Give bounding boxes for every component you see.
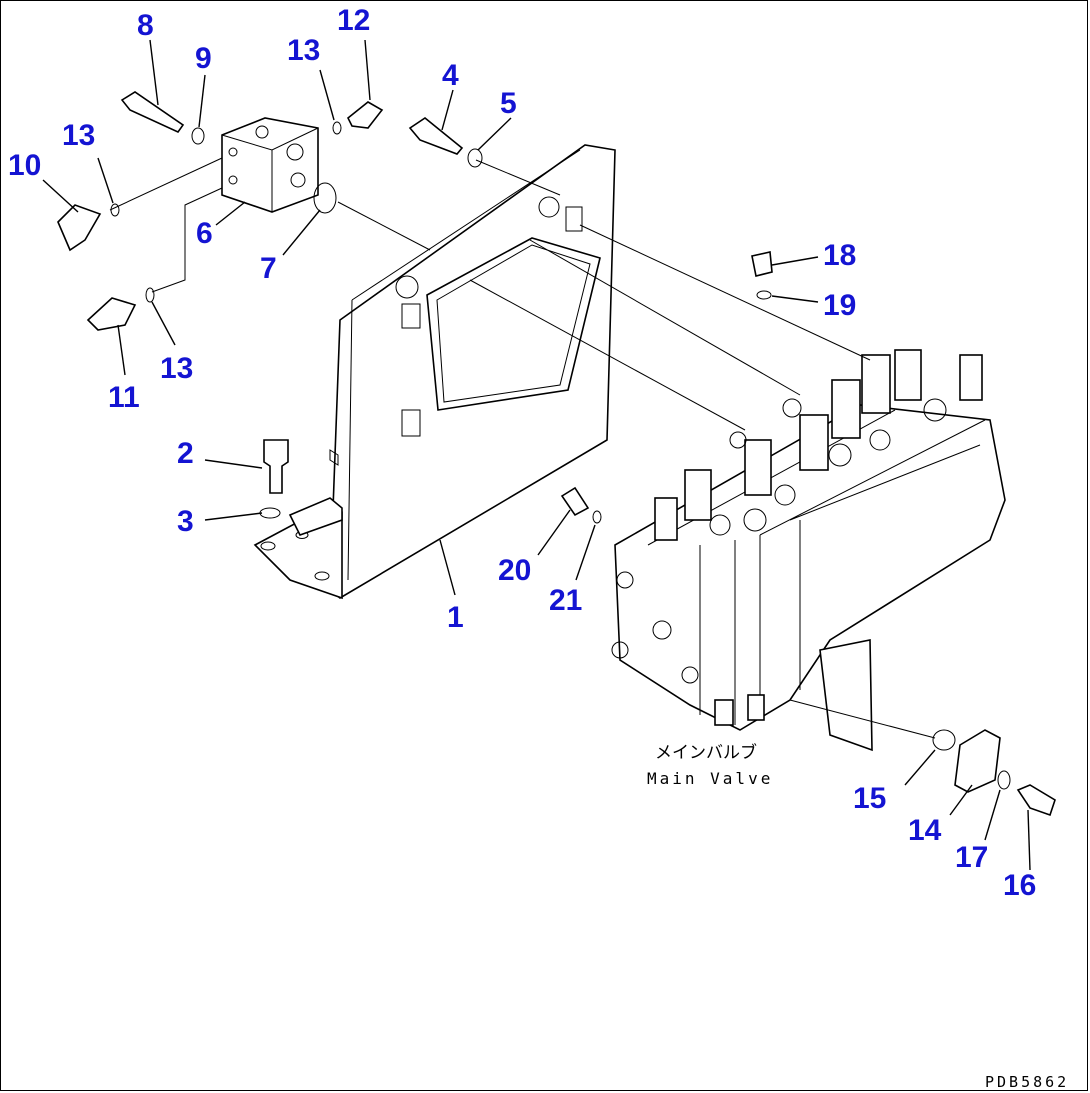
callout-6: 6 [196, 217, 213, 250]
main-valve-label-jp: メインバルブ [655, 742, 757, 763]
callout-13-top: 13 [287, 34, 320, 67]
callout-3: 3 [177, 505, 194, 538]
callout-13-lower: 13 [160, 352, 193, 385]
callout-8: 8 [137, 9, 154, 42]
leader-lines [42, 39, 1031, 871]
callout-11: 11 [108, 381, 140, 414]
callout-15: 15 [853, 782, 886, 815]
valve-block [221, 117, 319, 213]
callout-4: 4 [442, 59, 459, 92]
callout-12: 12 [337, 4, 370, 37]
callout-10: 10 [8, 149, 41, 182]
callout-5: 5 [500, 87, 517, 120]
callout-14: 14 [908, 814, 942, 847]
small-parts [57, 91, 1056, 817]
callout-21: 21 [549, 584, 582, 617]
callout-9: 9 [195, 42, 212, 75]
callout-18: 18 [823, 239, 856, 272]
callout-2: 2 [177, 437, 194, 470]
bracket-plate [253, 144, 616, 600]
callout-17: 17 [955, 841, 988, 874]
callout-16: 16 [1003, 869, 1036, 902]
callout-20: 20 [498, 554, 531, 587]
callout-1: 1 [447, 601, 464, 634]
callout-numbers: 8 9 12 13 4 5 13 10 6 7 13 11 2 3 1 18 1… [8, 4, 1036, 902]
callout-13-left: 13 [62, 119, 95, 152]
main-valve-assembly [611, 349, 1006, 752]
callout-19: 19 [823, 289, 856, 322]
callout-7: 7 [260, 252, 277, 285]
main-valve-label-en: Main Valve [647, 769, 773, 788]
drawing-code: PDB5862 [985, 1073, 1069, 1091]
